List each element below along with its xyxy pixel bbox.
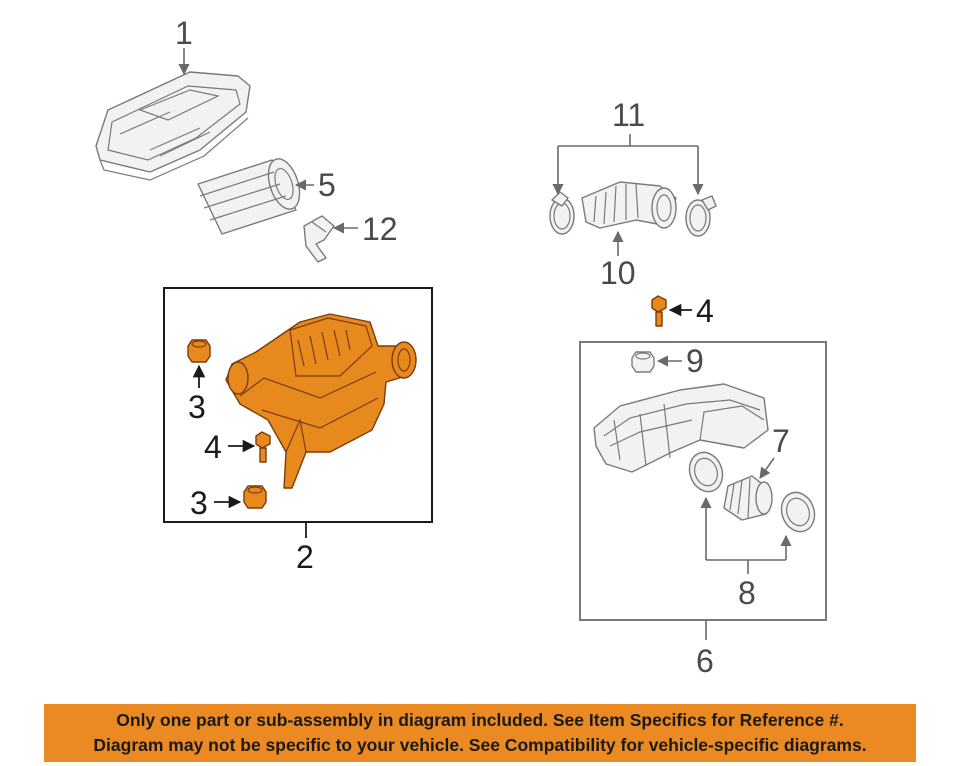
part-11-clamp-left	[549, 191, 575, 235]
part-5-air-filter	[197, 158, 301, 235]
part-11-clamp-right	[685, 195, 717, 237]
callout-4-left: 4	[204, 429, 222, 465]
part-12-sensor	[303, 215, 335, 263]
disclaimer-line-1: Only one part or sub-assembly in diagram…	[116, 710, 844, 730]
callout-1: 1	[175, 15, 193, 51]
part-8-clamp-right	[780, 491, 816, 533]
callout-6: 6	[696, 643, 714, 679]
part-6-resonator	[593, 383, 769, 473]
callout-3-top: 3	[188, 389, 206, 425]
part-4-bolt-right	[651, 295, 667, 327]
part-10-intake-hose	[581, 181, 677, 229]
part-1-air-cleaner-cover	[95, 71, 251, 181]
part-8-clamp-left	[688, 451, 724, 493]
part-3-grommet-bottom	[243, 485, 267, 509]
callout-2: 2	[296, 539, 314, 575]
part-3-grommet-top	[187, 339, 211, 363]
callout-11: 11	[612, 97, 645, 133]
assembly-2-box	[163, 287, 433, 523]
part-4-bolt-left	[255, 431, 271, 463]
callout-9: 9	[686, 343, 704, 379]
disclaimer-line-2: Diagram may not be specific to your vehi…	[93, 735, 867, 755]
part-7-coupler	[723, 475, 773, 521]
callout-5: 5	[318, 167, 336, 203]
callout-8: 8	[738, 575, 756, 611]
callout-12: 12	[362, 211, 398, 247]
callout-7: 7	[772, 423, 790, 459]
callout-10: 10	[600, 255, 636, 291]
callout-3-bottom: 3	[190, 485, 208, 521]
part-2-air-cleaner-housing	[225, 313, 417, 489]
assembly-6-box	[579, 341, 827, 621]
callout-4-right: 4	[696, 293, 714, 329]
parts-diagram: 1 5 12 3 4 3	[95, 15, 827, 679]
part-9-grommet	[631, 351, 655, 373]
disclaimer-banner: Only one part or sub-assembly in diagram…	[44, 704, 916, 762]
